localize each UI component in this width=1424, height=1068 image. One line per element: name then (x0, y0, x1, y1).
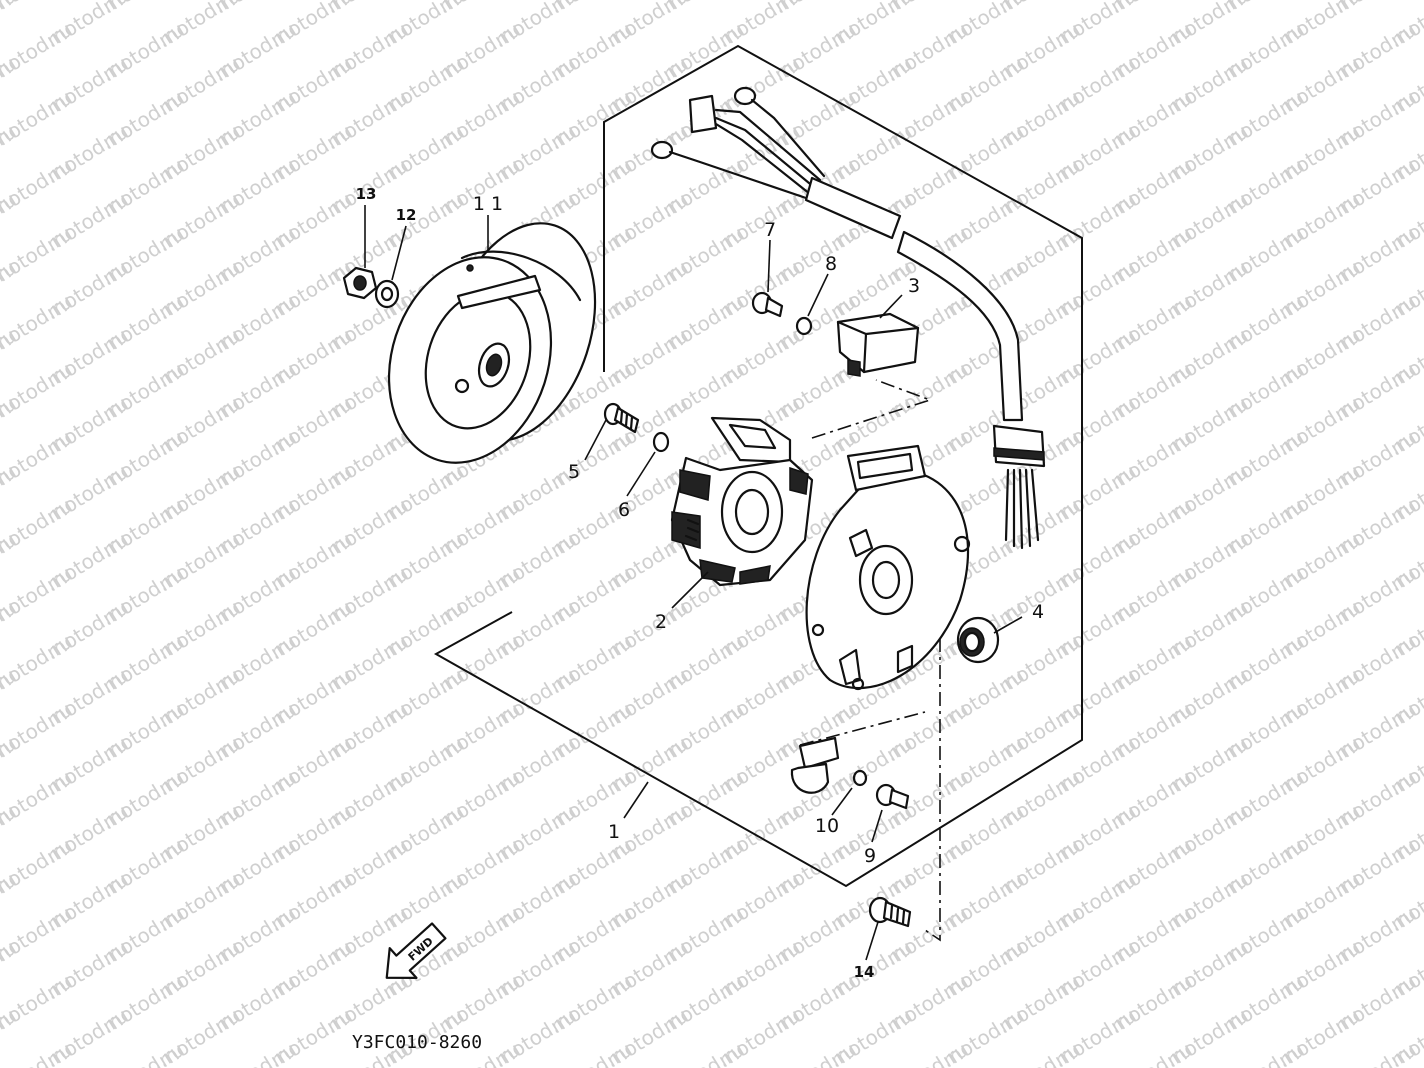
callout-5: 5 (568, 461, 580, 483)
diagram-code: Y3FC010-8260 (352, 1032, 482, 1053)
pickup-coil (836, 312, 920, 377)
wire-harness (650, 86, 1046, 550)
callout-4: 4 (1032, 601, 1044, 623)
pickup-screw (751, 291, 784, 318)
watermark-text: motod.ru (0, 0, 20, 52)
callout-8: 8 (825, 253, 837, 275)
nut (342, 266, 378, 300)
callout-2: 2 (655, 611, 667, 633)
callout-11: 1 1 (473, 193, 503, 215)
callout-10: 10 (815, 815, 839, 837)
watermark-text: motod.ru (0, 1037, 76, 1068)
stator-coil (670, 416, 814, 587)
watermark-text: motod.ru (1218, 1037, 1309, 1068)
mounting-bolt (868, 896, 912, 928)
callout-13: 13 (356, 185, 377, 203)
spring-washer (652, 431, 670, 453)
oil-seal (956, 616, 1000, 664)
callout-14: 14 (854, 963, 875, 981)
watermark-text: motod.ru (546, 1037, 637, 1068)
callout-6: 6 (618, 499, 630, 521)
stator-base-plate (805, 444, 971, 691)
watermark-text: motod.ru (1330, 1037, 1421, 1068)
callout-9: 9 (864, 845, 876, 867)
cable-clamp (790, 736, 868, 794)
pickup-washer (795, 316, 813, 336)
callouts: 1 2 3 4 5 6 7 8 9 10 1 1 12 13 14 (356, 185, 1044, 981)
watermark-text: motod.ru (770, 1037, 861, 1068)
callout-12: 12 (396, 206, 417, 224)
watermark-text: motod.ru (210, 1037, 301, 1068)
screw (603, 402, 640, 434)
watermark-text: motod.ru (882, 1037, 973, 1068)
callout-3: 3 (908, 275, 920, 297)
watermark-text: motod.ru (994, 1037, 1085, 1068)
callout-7: 7 (764, 219, 776, 241)
callout-1: 1 (608, 821, 620, 843)
clamp-screw (875, 783, 910, 810)
watermark-text: motod.ru (658, 1037, 749, 1068)
leader-dashed-stator (811, 379, 933, 439)
flywheel-rotor (387, 222, 597, 464)
leader-lines (364, 205, 1023, 961)
assembly-frame-outline (433, 44, 1083, 888)
leader-dashed-clamp (799, 711, 926, 746)
inner-dashed-boundary (924, 530, 941, 942)
watermark-text: motod.ru (1106, 1037, 1197, 1068)
washer (374, 279, 400, 309)
watermark-text: motod.ru (98, 1037, 189, 1068)
